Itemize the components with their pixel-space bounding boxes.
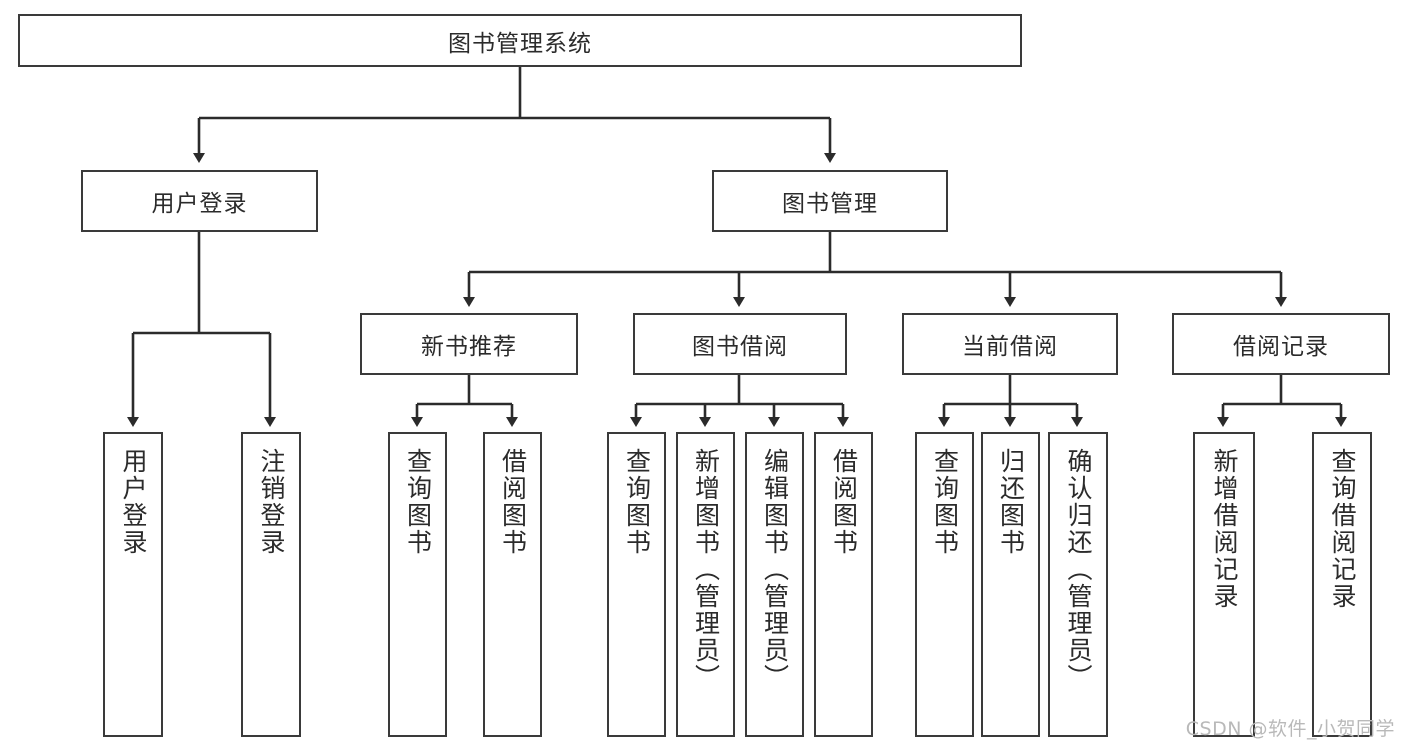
node-leaf-query-book-1[interactable]: 查询图书: [388, 432, 447, 737]
node-leaf-query-book-3[interactable]: 查询图书: [915, 432, 974, 737]
node-leaf-add-book[interactable]: 新增图书（管理员）: [676, 432, 735, 737]
node-label: 查询图书: [622, 448, 652, 556]
node-leaf-query-book-2[interactable]: 查询图书: [607, 432, 666, 737]
node-label: 查询图书: [930, 448, 960, 556]
node-label: 确认归还（管理员）: [1064, 448, 1093, 691]
node-leaf-confirm-return[interactable]: 确认归还（管理员）: [1048, 432, 1108, 737]
node-label: 图书借阅: [692, 334, 788, 360]
node-leaf-add-borrow-record[interactable]: 新增借阅记录: [1193, 432, 1255, 737]
node-label: 图书管理系统: [448, 30, 592, 57]
node-label: 当前借阅: [962, 334, 1058, 360]
node-label: 图书管理: [782, 191, 878, 217]
node-book-management[interactable]: 图书管理: [712, 170, 948, 232]
node-label: 编辑图书（管理员）: [760, 448, 790, 691]
node-label: 注销登录: [257, 448, 286, 556]
node-label: 新书推荐: [421, 334, 517, 360]
node-label: 归还图书: [996, 448, 1026, 556]
node-user-login[interactable]: 用户登录: [81, 170, 318, 232]
node-current-borrow[interactable]: 当前借阅: [902, 313, 1118, 375]
node-book-borrow[interactable]: 图书借阅: [633, 313, 847, 375]
node-label: 借阅记录: [1233, 334, 1329, 360]
node-label: 查询借阅记录: [1328, 448, 1357, 610]
node-label: 新增图书（管理员）: [691, 448, 721, 691]
node-label: 用户登录: [119, 448, 148, 556]
node-leaf-borrow-book-2[interactable]: 借阅图书: [814, 432, 873, 737]
node-label: 查询图书: [403, 448, 433, 556]
node-leaf-logout-login[interactable]: 注销登录: [241, 432, 301, 737]
node-leaf-query-borrow-record[interactable]: 查询借阅记录: [1312, 432, 1372, 737]
node-root-book-management-system[interactable]: 图书管理系统: [18, 14, 1022, 67]
node-label: 借阅图书: [498, 448, 528, 556]
node-leaf-user-login[interactable]: 用户登录: [103, 432, 163, 737]
node-label: 新增借阅记录: [1210, 448, 1239, 610]
node-label: 借阅图书: [829, 448, 859, 556]
node-leaf-return-book[interactable]: 归还图书: [981, 432, 1040, 737]
node-leaf-borrow-book-1[interactable]: 借阅图书: [483, 432, 542, 737]
node-new-book-recommend[interactable]: 新书推荐: [360, 313, 578, 375]
node-label: 用户登录: [151, 191, 248, 217]
node-borrow-record[interactable]: 借阅记录: [1172, 313, 1390, 375]
node-leaf-edit-book[interactable]: 编辑图书（管理员）: [745, 432, 804, 737]
